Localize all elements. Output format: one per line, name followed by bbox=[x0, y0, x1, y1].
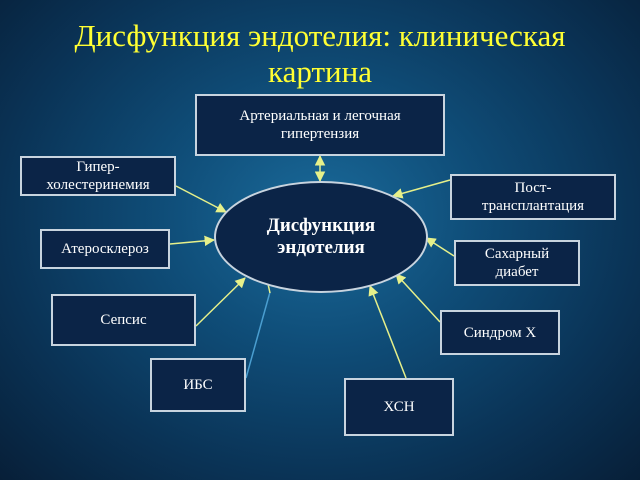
node-syndrome-x: Синдром Х bbox=[440, 310, 560, 355]
center-endothelial-dysfunction: Дисфункция эндотелия bbox=[214, 181, 428, 293]
arrow-syndrome-x bbox=[395, 273, 441, 323]
node-ibs: ИБС bbox=[150, 358, 246, 412]
arrow-sepsis bbox=[195, 277, 246, 327]
slide-title: Дисфункция эндотелия: клиническая картин… bbox=[74, 18, 566, 89]
node-arterial-hypertension: Артериальная и легочная гипертензия bbox=[195, 94, 445, 156]
node-atherosclerosis: Атеросклероз bbox=[40, 229, 170, 269]
arrow-diabetes bbox=[425, 237, 455, 257]
node-chf: ХСН bbox=[344, 378, 454, 436]
node-hypercholesterolemia: Гипер- холестеринемия bbox=[20, 156, 176, 196]
arrow-atherosclerosis bbox=[169, 235, 216, 247]
arrow-hyperchol bbox=[175, 185, 227, 213]
arrow-chf bbox=[368, 285, 407, 379]
node-post-transplantation: Пост- трансплантация bbox=[450, 174, 616, 220]
node-sepsis: Сепсис bbox=[51, 294, 196, 346]
arrow-posttransplant bbox=[391, 179, 451, 199]
node-diabetes: Сахарный диабет bbox=[454, 240, 580, 286]
arrow-ibs bbox=[245, 291, 271, 379]
